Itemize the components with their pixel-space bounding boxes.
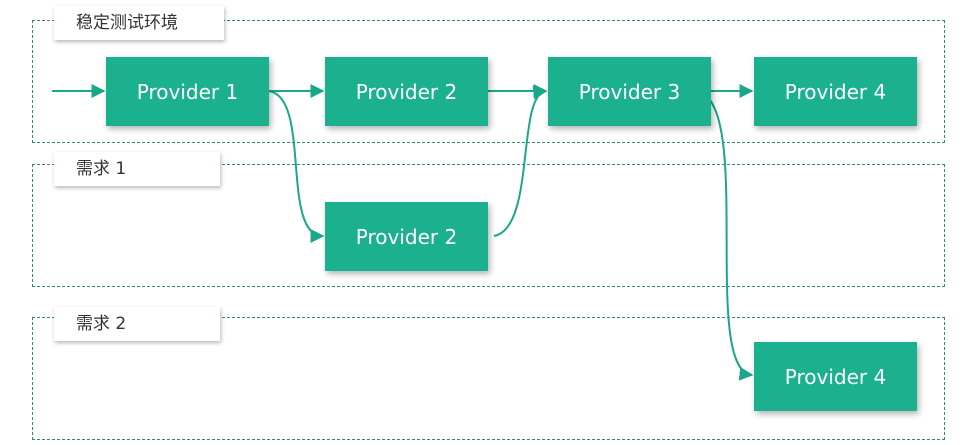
lane-requirement-2 <box>32 317 945 440</box>
node-provider-3[interactable]: Provider 3 <box>548 57 711 126</box>
node-provider-2[interactable]: Provider 2 <box>325 57 488 126</box>
lane-label-requirement-2: 需求 2 <box>54 307 220 341</box>
edge-provider-1-to-provider-2-req1 <box>267 90 325 243</box>
node-provider-4-req2[interactable]: Provider 4 <box>754 342 917 411</box>
node-provider-1[interactable]: Provider 1 <box>106 57 269 126</box>
edge-provider-3-to-provider-4-req2 <box>695 90 754 381</box>
edge-provider-2-req1-to-provider-3 <box>493 85 548 237</box>
lane-requirement-1 <box>32 164 945 287</box>
lane-label-stable-env: 稳定测试环境 <box>54 6 224 40</box>
lane-stable-env <box>32 20 945 143</box>
node-provider-2-req1[interactable]: Provider 2 <box>325 202 488 271</box>
node-provider-4[interactable]: Provider 4 <box>754 57 917 126</box>
lane-label-requirement-1: 需求 1 <box>54 152 220 186</box>
